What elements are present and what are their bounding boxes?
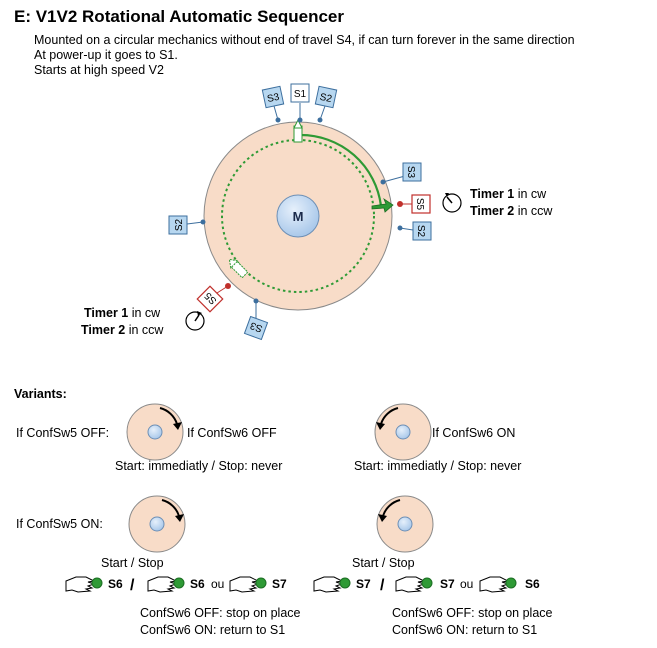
svg-text:S5: S5 (414, 198, 425, 211)
variant-4-note-1: ConfSw6 OFF: stop on place (392, 606, 553, 620)
variant-4-button-b (395, 576, 433, 593)
variant-1-side-label: If ConfSw6 OFF (187, 426, 277, 440)
variant-4-button-c-label: S6 (525, 577, 540, 591)
row1-label: If ConfSw5 OFF: (16, 426, 109, 440)
sensor-right-s3: S3 (402, 162, 422, 182)
description-line-1: Mounted on a circular mechanics without … (34, 33, 575, 47)
end-marker-icon (228, 258, 249, 279)
variant-4-button-b-label: S7 (440, 577, 455, 591)
description-line-2: At power-up it goes to S1. (34, 48, 178, 62)
variant-3-button-a-label: S6 (108, 577, 123, 591)
timer-left-icon (185, 311, 205, 331)
svg-text:S1: S1 (294, 89, 307, 100)
variants-heading: Variants: (14, 387, 67, 401)
variant-3-note-1: ConfSw6 OFF: stop on place (140, 606, 301, 620)
sensor-bottom-s3: S3 (243, 315, 269, 341)
sensor-top-s2: S2 (314, 85, 338, 109)
variant-3-button-c-label: S7 (272, 577, 287, 591)
variant-3-start-stop: Start / Stop (101, 556, 164, 570)
variant-3-button-b (147, 576, 185, 593)
variant-1-disk (126, 403, 184, 461)
variant-3-button-b-label: S6 (190, 577, 205, 591)
motor-icon (276, 194, 320, 238)
sensor-top-s3: S3 (261, 85, 285, 109)
variant-3-disk (128, 495, 186, 553)
variant-3-button-a (65, 576, 103, 593)
motor-label: M (293, 209, 304, 224)
svg-text:S3: S3 (248, 319, 264, 334)
timer-left-line-1: Timer 1 in cw (84, 306, 161, 320)
timer-right-line-1: Timer 1 in cw (470, 187, 547, 201)
variant-2-caption: Start: immediatly / Stop: never (354, 459, 521, 473)
sensor-left-s2: S2 (168, 215, 188, 235)
svg-text:S2: S2 (415, 225, 426, 238)
row2-label: If ConfSw5 ON: (16, 517, 103, 531)
variant-3-ou: ou (211, 577, 224, 591)
variant-4-button-a-label: S7 (356, 577, 371, 591)
svg-text:S3: S3 (405, 166, 416, 179)
sensor-right-s5: S5 (411, 194, 431, 214)
variant-4-start-stop: Start / Stop (352, 556, 415, 570)
svg-text:S2: S2 (319, 92, 334, 105)
timer-right-icon (442, 193, 462, 213)
sensor-bottom-left-s5: S5 (196, 285, 224, 313)
sensor-top-s1: S1 (290, 83, 310, 103)
timer-right-line-2: Timer 2 in ccw (470, 204, 553, 218)
variant-4-note-2: ConfSw6 ON: return to S1 (392, 623, 537, 637)
variant-3-button-c (229, 576, 267, 593)
variant-4-button-c (479, 576, 517, 593)
sensor-right-s2: S2 (412, 221, 432, 241)
description-line-3: Starts at high speed V2 (34, 63, 164, 77)
variant-4-disk (376, 495, 434, 553)
page-title: E: V1V2 Rotational Automatic Sequencer (14, 7, 344, 26)
variant-2-disk (374, 403, 432, 461)
main-disk: M (203, 118, 394, 311)
variant-2-side-label: If ConfSw6 ON (432, 426, 515, 440)
variant-4-button-a (313, 576, 351, 593)
variant-3-slash: / (130, 577, 135, 594)
variant-3-note-2: ConfSw6 ON: return to S1 (140, 623, 285, 637)
variant-4-ou: ou (460, 577, 473, 591)
variant-4-slash: / (380, 577, 385, 594)
variant-1-caption: Start: immediatly / Stop: never (115, 459, 282, 473)
svg-text:S3: S3 (266, 92, 281, 105)
timer-left-line-2: Timer 2 in ccw (81, 323, 164, 337)
svg-text:S2: S2 (174, 218, 185, 231)
